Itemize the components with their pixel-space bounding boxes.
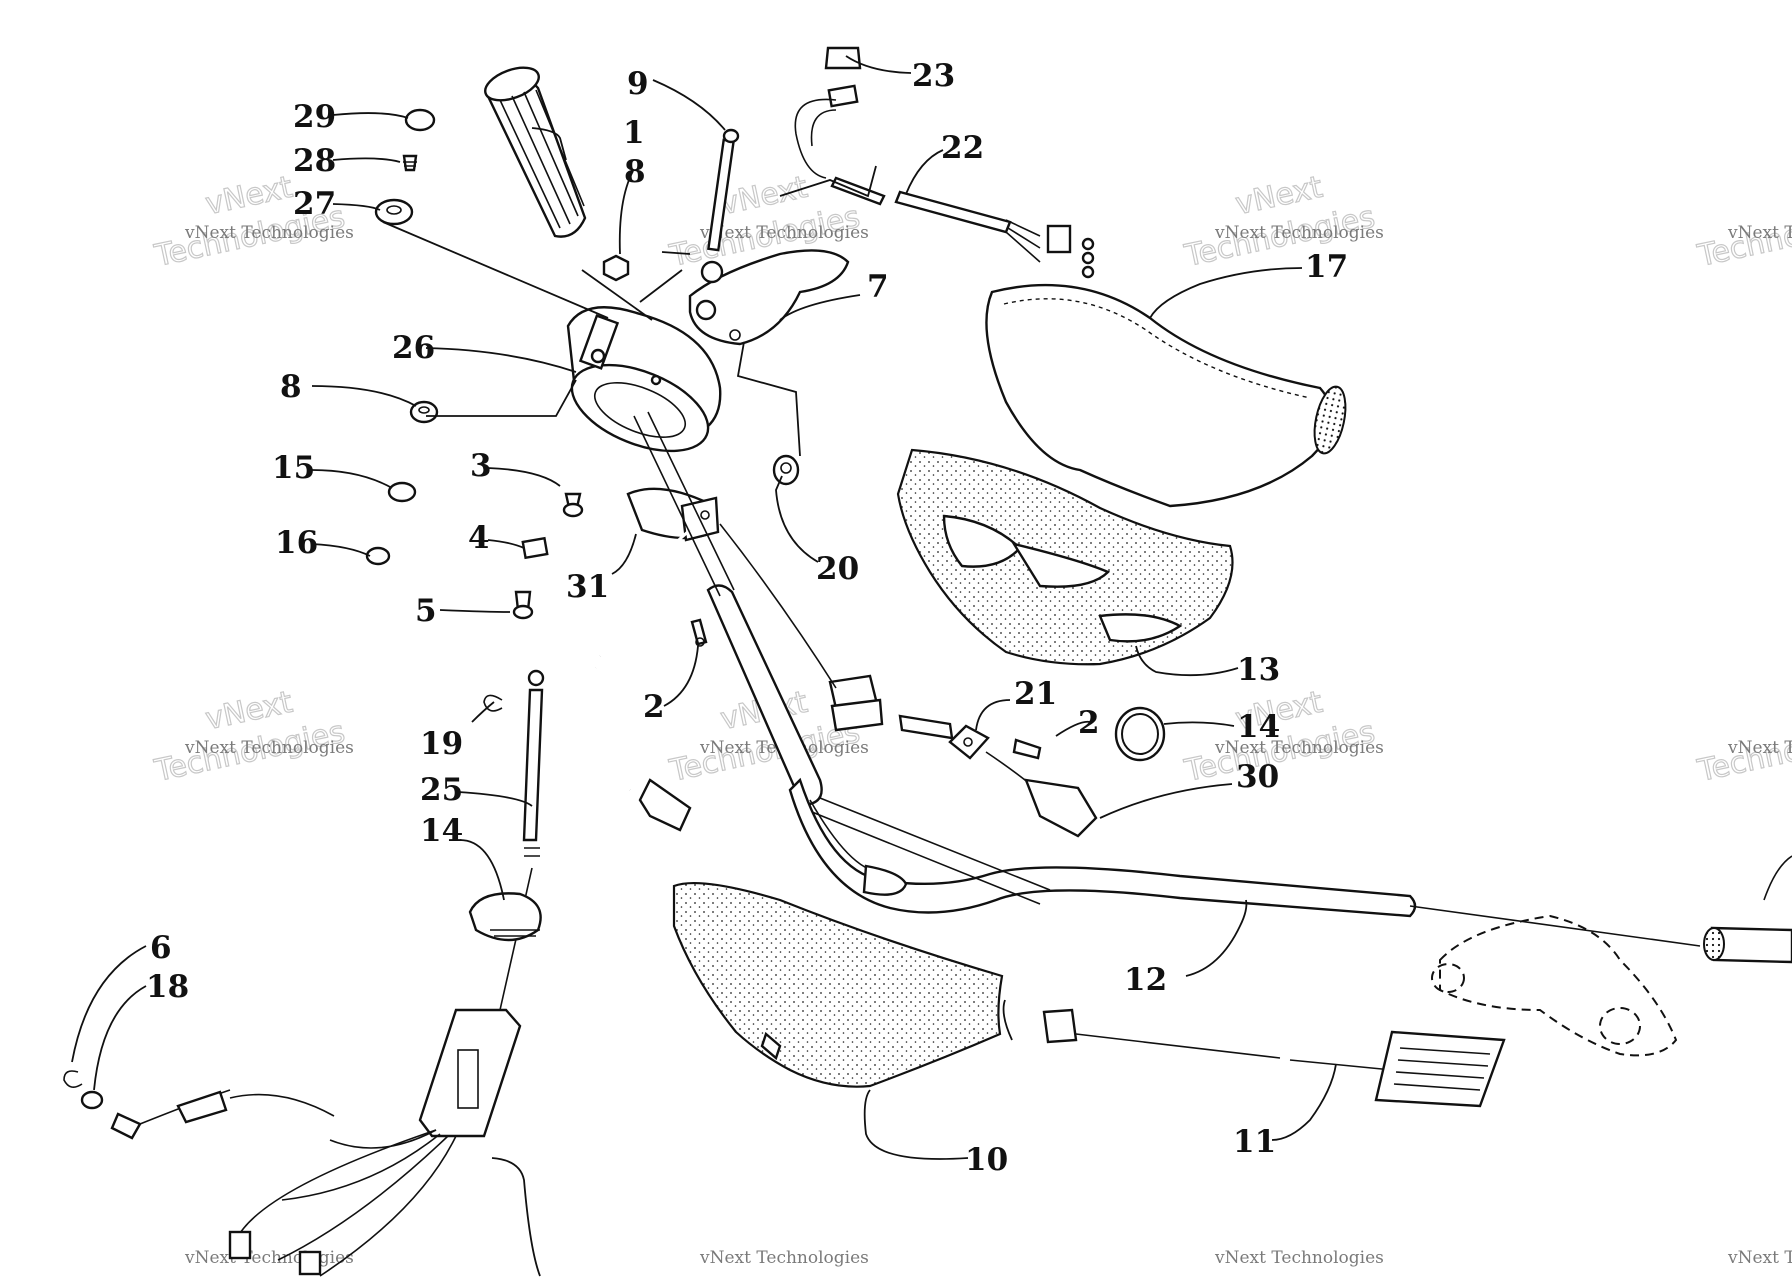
callout-11: 11 (1233, 1124, 1276, 1160)
watermark: vNext Technologies (699, 1248, 869, 1268)
watermark: Technologies vNext Technologies (1694, 714, 1792, 790)
callout-22: 22 (941, 130, 984, 166)
part-grip-right (1703, 855, 1792, 964)
callout-9: 9 (627, 66, 649, 102)
watermark-text: vNext Technologies (1214, 223, 1384, 243)
part-clamp-7 (688, 249, 850, 346)
part-bushing-27 (374, 198, 414, 226)
part-heater-11 (1042, 1008, 1506, 1108)
callout-15: 15 (272, 450, 315, 486)
part-cable-31 (593, 528, 692, 832)
part-handlebar-12 (788, 777, 1417, 918)
part-screw-3 (562, 492, 584, 518)
callout-10: 10 (965, 1142, 1008, 1178)
part-cable-end (110, 1089, 335, 1140)
part-nut-8b (409, 400, 439, 424)
callout-19: 19 (420, 726, 463, 762)
part-clip-19 (483, 694, 503, 712)
callout-25: 25 (420, 772, 463, 808)
callout-17: 17 (1305, 249, 1348, 285)
part-nut-20 (772, 454, 800, 486)
part-harness (228, 1008, 522, 1277)
part-switch-housing-26 (566, 306, 722, 453)
watermark-text: vNext Technologies (184, 738, 354, 758)
callout-2b: 2 (1078, 705, 1100, 741)
watermark-text: vNext Technologies (699, 223, 869, 243)
callout-1: 1 (623, 115, 645, 151)
callout-6: 6 (150, 930, 172, 966)
part-washer-15 (387, 481, 417, 503)
watermark-text: vNext Technologies (1727, 223, 1792, 243)
part-label-23 (794, 46, 862, 179)
part-clamp-14a (468, 892, 542, 942)
part-brake-outline (1409, 905, 1701, 1057)
callout-5: 5 (415, 593, 437, 629)
callout-27: 27 (293, 186, 336, 222)
callout-14a: 14 (420, 813, 463, 849)
part-cable-25 (499, 669, 545, 1011)
watermark-text: vNext Technologies (1214, 738, 1384, 758)
callout-26: 26 (392, 330, 435, 366)
part-cap-29 (404, 108, 436, 132)
part-seat-base-13 (896, 448, 1234, 666)
callout-18: 18 (146, 969, 189, 1005)
callout-7: 7 (867, 269, 889, 305)
callout-20: 20 (816, 551, 859, 587)
part-screw-28 (402, 154, 418, 172)
watermark: vNext Technologies (1727, 1248, 1792, 1268)
part-steering-post (633, 411, 823, 806)
watermark-text: vNext Technologies (1214, 1248, 1384, 1268)
watermark-text: vNext Technologies (184, 223, 354, 243)
watermark: Technologies vNext vNext Technologies (1181, 169, 1384, 275)
watermark: Technologies vNext Technologies (1694, 199, 1792, 275)
callout-3: 3 (470, 448, 492, 484)
watermark: Technologies vNext vNext Technologies (1181, 684, 1384, 790)
leader-lines (71, 55, 1337, 1277)
part-washer-16 (365, 546, 391, 566)
callout-8b: 8 (280, 369, 302, 405)
watermark: vNext Technologies (184, 1248, 354, 1268)
part-nut-8a (602, 254, 630, 282)
callout-23: 23 (912, 58, 955, 94)
callout-13: 13 (1237, 652, 1280, 688)
watermark-text: vNext Technologies (184, 1248, 354, 1268)
callout-29: 29 (293, 99, 336, 135)
callout-12: 12 (1124, 962, 1167, 998)
part-clip-6 (63, 1070, 83, 1088)
callout-28: 28 (293, 143, 336, 179)
part-switch-21 (719, 523, 990, 760)
callout-30: 30 (1236, 759, 1279, 795)
part-screw-2a (690, 618, 708, 647)
callout-21: 21 (1014, 676, 1057, 712)
callout-14b: 14 (1237, 709, 1280, 745)
watermark: vNext Technologies (1214, 1248, 1384, 1268)
callout-8a: 8 (624, 154, 646, 190)
part-block-4 (521, 536, 549, 560)
callout-2a: 2 (643, 689, 665, 725)
callout-16: 16 (275, 525, 318, 561)
part-grip (484, 66, 587, 238)
part-pad-10 (672, 881, 1004, 1088)
watermark-text: vNext Technologies (699, 1248, 869, 1268)
part-wire-22 (830, 176, 1095, 279)
part-seat-17 (985, 283, 1347, 508)
watermark-text: vNext Technologies (1727, 1248, 1792, 1268)
part-screw-2b (1012, 738, 1042, 760)
part-switch-31 (626, 487, 720, 542)
part-connector-30 (985, 751, 1098, 838)
watermark: Technologies vNext vNext Technologies (151, 684, 354, 790)
watermark-text: vNext Technologies (1727, 738, 1792, 758)
part-screw-5 (512, 590, 534, 620)
callout-31: 31 (566, 569, 609, 605)
part-washer-18 (80, 1090, 104, 1110)
part-clamp-14b (1114, 706, 1166, 762)
callouts: 1 2 2 3 4 5 6 7 8 8 9 10 11 12 13 14 14 … (146, 58, 1348, 1178)
part-pin-9 (707, 128, 740, 252)
callout-4: 4 (468, 520, 490, 556)
